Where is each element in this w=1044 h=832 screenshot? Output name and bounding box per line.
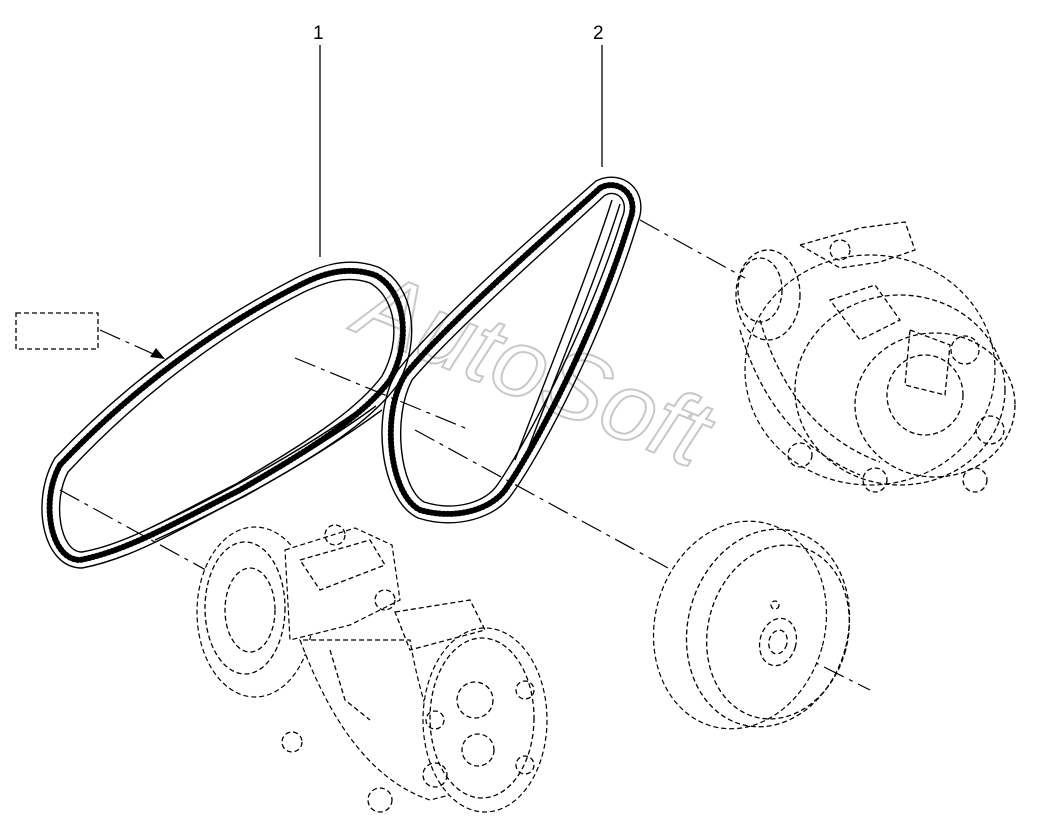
callout-2[interactable]: 2	[593, 23, 604, 167]
belt-1	[41, 261, 413, 569]
alternator	[735, 221, 1016, 493]
callout-2-number: 2	[593, 23, 604, 44]
crank-pulley	[652, 520, 851, 730]
ac-compressor	[196, 524, 548, 813]
reference-box	[15, 312, 165, 359]
callout-1-number: 1	[313, 23, 324, 44]
belt-2	[381, 176, 642, 524]
callout-1[interactable]: 1	[313, 23, 324, 257]
